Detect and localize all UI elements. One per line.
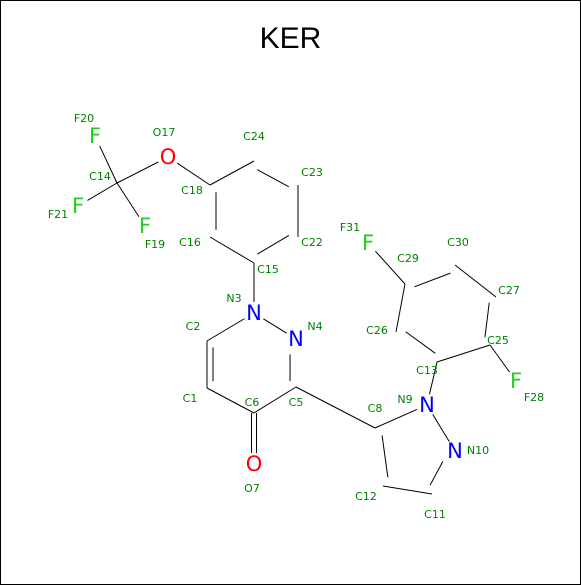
atom-label-c24: C24 [243,130,265,143]
bond-c8-n9 [374,408,418,429]
bond-c13-c25 [436,344,491,363]
atom-label-f21: F21 [48,208,68,221]
atom-label-f19: F19 [145,238,165,251]
atom-label-o7: O7 [244,482,260,495]
atom-label-n9: N9 [397,393,412,406]
atom-label-c11: C11 [424,508,446,521]
bond-c15-c16 [209,236,255,264]
atom-label-f31: F31 [340,221,360,234]
atom-label-c13: C13 [416,364,438,377]
bond-c25-c27-inner [484,302,490,338]
bond-c26-c13-inner [405,331,436,354]
atom-label-c14: C14 [89,170,111,183]
atom-label-c22: C22 [301,236,323,249]
atom-label-n10: N10 [467,444,489,457]
atom-label-c1: C1 [183,392,198,405]
bond-n3-n4 [263,318,287,334]
atom-symbol-o7: O [246,452,263,476]
atom-label-c12: C12 [355,490,377,503]
atom-label-c25: C25 [487,334,509,347]
bond-c5-c8 [295,386,376,429]
bond-n9-n10 [432,414,450,442]
atom-symbol-f19: F [139,214,151,238]
atom-label-c30: C30 [447,236,469,249]
atom-symbol-n10: N [447,439,463,463]
atom-symbol-o17: O [160,145,177,169]
atom-label-c26: C26 [366,324,388,337]
bond-n10-c11-inner [429,461,444,486]
atom-symbol-n3: N [246,301,262,325]
atom-label-c2: C2 [186,320,201,333]
bond-c25-f28 [489,344,510,373]
atom-symbol-f28: F [510,369,522,393]
atom-label-c23: C23 [301,166,323,179]
bond-c6-c1 [206,387,255,414]
bond-c24-c23-inner [256,169,290,188]
atom-symbol-f20: F [89,124,101,148]
atom-label-o17: O17 [153,126,176,139]
atom-label-c6: C6 [245,396,260,409]
atom-symbol-f31: F [362,231,374,255]
atom-label-f20: F20 [74,112,94,125]
atom-label-c8: C8 [368,402,383,415]
bond-c5-c6 [253,386,297,414]
atom-symbol-f21: F [72,194,84,218]
bond-c2-n3 [206,318,245,342]
atom-label-n4: N4 [307,320,322,333]
bond-c11-c12 [382,485,433,495]
bond-c29-c26 [395,283,406,333]
atom-symbol-n4: N [288,327,304,351]
bond-n9-c13 [429,361,438,395]
atom-label-c15: C15 [257,263,279,276]
bond-c18-o17 [176,162,211,186]
atom-symbol-n9: N [419,393,435,417]
bond-c14-f21 [87,182,118,201]
atom-label-f28: F28 [524,391,544,404]
atom-label-c27: C27 [498,284,520,297]
bond-c30-c29-inner [414,272,451,288]
bond-o17-c14 [116,161,159,184]
atom-label-c5: C5 [289,396,304,409]
diagram-title: KER [259,22,322,55]
bond-c12-c8-inner [381,435,389,478]
bond-c14-f20 [99,145,118,184]
bond-c22-c15-inner [256,234,290,255]
bond-c29-f31 [374,250,406,285]
atom-label-c18: C18 [181,184,203,197]
bond-c27-c30 [454,264,497,298]
atom-label-c16: C16 [179,236,201,249]
atom-label-c29: C29 [397,252,419,265]
bond-c18-c24 [209,160,255,186]
bond-c14-f19 [116,182,140,218]
atom-label-n3: N3 [226,292,241,305]
